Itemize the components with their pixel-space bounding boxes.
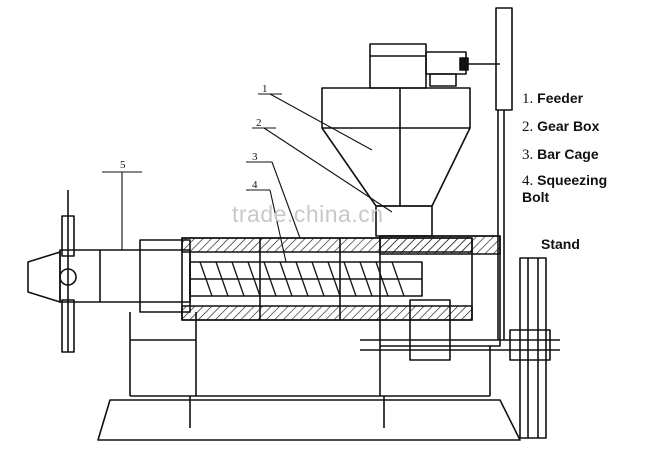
- legend-item-gear-box: 2. Gear Box: [522, 118, 599, 136]
- pulley-wheel: [519, 257, 547, 439]
- outlet-cone: [27, 190, 191, 353]
- legend-label: Bar Cage: [537, 146, 599, 162]
- legend-label: Gear Box: [537, 118, 600, 134]
- legend-item-squeezing-bolt: 4. Squeezing Bolt: [522, 172, 632, 205]
- legend-item-stand: Stand: [541, 236, 580, 252]
- legend-item-feeder: 1. Feeder: [522, 90, 583, 108]
- legend-item-bar-cage: 3. Bar Cage: [522, 146, 599, 164]
- legend-label: Squeezing Bolt: [522, 172, 608, 205]
- callout-4: 4: [252, 179, 258, 191]
- callout-2: 2: [256, 117, 262, 129]
- callout-5: 5: [120, 159, 126, 171]
- legend-label: Feeder: [537, 90, 584, 106]
- stand: [97, 312, 521, 441]
- legend-num: 3.: [522, 147, 534, 163]
- callout-3: 3: [252, 151, 258, 163]
- legend-num: 2.: [522, 119, 534, 135]
- feeder-hopper: [321, 87, 471, 237]
- legend-label: Stand: [541, 236, 580, 252]
- watermark: trade.china.cn: [232, 201, 384, 227]
- gear-box-housing: [360, 235, 560, 361]
- legend-num: 1.: [522, 91, 534, 107]
- callout-1: 1: [262, 83, 268, 95]
- top-motor: [369, 43, 500, 89]
- legend-num: 4.: [522, 173, 534, 189]
- callout-leaders: [102, 93, 393, 263]
- pulley-rod: [495, 7, 513, 340]
